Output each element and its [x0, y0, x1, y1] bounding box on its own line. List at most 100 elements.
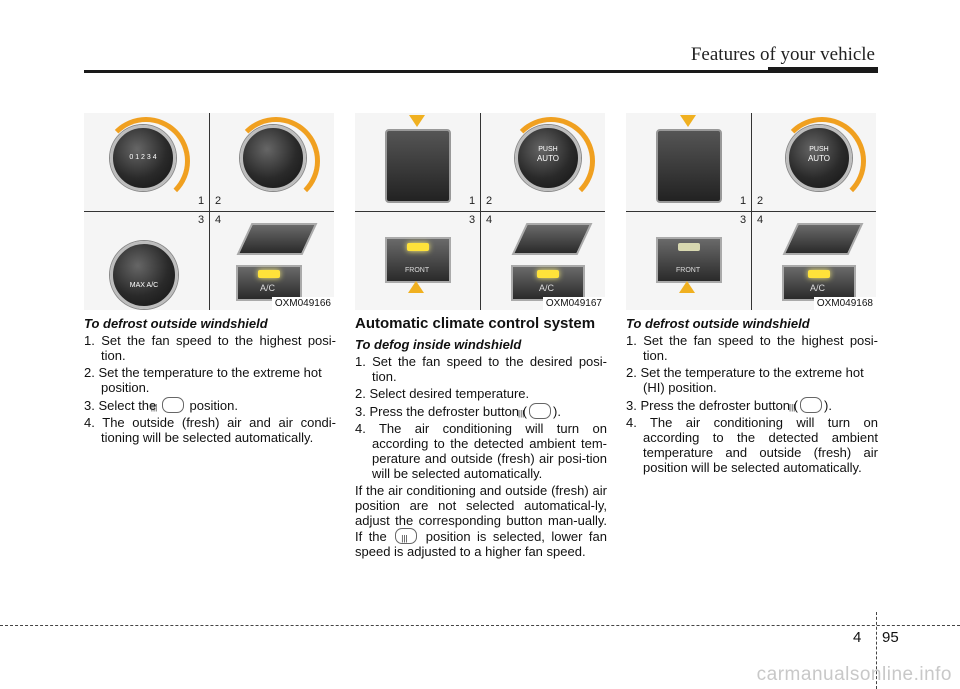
step-3-text-post: position. — [189, 398, 238, 413]
figure-auto-defog: PUSH AUTO 1 2 3 4 FRONT A/C OXM049167 — [355, 113, 605, 310]
header-rule — [84, 70, 878, 73]
figure-code: OXM049168 — [813, 297, 876, 310]
column-auto-climate: Automatic climate control system To defo… — [355, 316, 607, 561]
recirculation-button — [236, 223, 318, 255]
up-arrow-icon — [408, 281, 424, 293]
figure-label-1: 1 — [740, 195, 747, 207]
figure-code: OXM049167 — [542, 297, 605, 310]
rotate-arrow-icon — [102, 117, 190, 205]
rotate-arrow-icon — [507, 117, 595, 205]
column-defrost-auto: To defrost outside windshield 1. Set the… — [626, 316, 878, 477]
figure-label-1: 1 — [198, 195, 205, 207]
figure-label-2: 2 — [757, 195, 764, 207]
note-paragraph: If the air conditioning and outside (fre… — [355, 483, 607, 559]
recirculation-button — [511, 223, 593, 255]
figure-manual-controls: 0 1 2 3 4 1 2 3 4 MAX A/C A/C OXM049166 — [84, 113, 334, 310]
figure-label-1: 1 — [469, 195, 476, 207]
auto-label: AUTO — [536, 154, 560, 164]
ac-button-label: A/C — [539, 283, 555, 293]
front-label: FRONT — [676, 267, 701, 274]
ac-button: A/C — [236, 265, 302, 301]
section-heading: To defog inside windshield — [355, 337, 522, 352]
fan-speed-knob: 0 1 2 3 4 — [110, 125, 176, 191]
note-text-pre: If the air conditioning and outside (fre… — [355, 483, 607, 544]
page-number: 95 — [882, 629, 899, 646]
auto-temperature-knob: PUSH AUTO — [515, 125, 581, 191]
divider-horizontal — [84, 211, 334, 212]
down-arrow-icon — [409, 115, 425, 127]
chapter-number: 4 — [853, 629, 862, 646]
defrost-indicator-light — [678, 243, 700, 251]
figure-label-3: 3 — [740, 214, 747, 226]
ac-button-label: A/C — [810, 283, 826, 293]
step-1: 1. Set the fan speed to the highest posi… — [84, 333, 336, 363]
step-2: 2. Set the temperature to the extreme ho… — [84, 365, 322, 395]
defrost-icon: ||| — [518, 403, 551, 419]
step-2: 2. Set the temperature to the extreme ho… — [626, 365, 864, 395]
down-arrow-icon — [680, 115, 696, 127]
step-3-text-pre: 3. Press the defroster button ( — [626, 398, 798, 413]
step-3-text-post: ). — [552, 404, 561, 419]
figure-label-4: 4 — [757, 214, 764, 226]
step-3: 3. Press the defroster button (|||). — [626, 397, 878, 413]
watermark: carmanualsonline.info — [756, 664, 952, 685]
page-header-title: Features of your vehicle — [690, 44, 875, 65]
header-rule-end — [768, 67, 878, 73]
step-4: 4. The air conditioning will turn on acc… — [355, 421, 607, 481]
rotate-arrow-icon — [232, 117, 320, 205]
step-3: 3. Select the ||| position. — [84, 397, 336, 413]
footer-divider — [876, 612, 877, 689]
max-ac-label: MAX A/C — [129, 282, 159, 290]
section-heading: To defrost outside windshield — [626, 316, 810, 331]
ac-indicator-light — [808, 270, 830, 278]
step-3: 3. Press the defroster button (|||). — [355, 403, 607, 419]
ac-indicator-light — [537, 270, 559, 278]
step-4: 4. The outside (fresh) air and air condi… — [84, 415, 336, 445]
up-arrow-icon — [679, 281, 695, 293]
column-defrost-manual: To defrost outside windshield 1. Set the… — [84, 316, 336, 447]
figure-label-2: 2 — [215, 195, 222, 207]
step-4: 4. The air conditioning will turn on acc… — [626, 415, 878, 475]
push-label: PUSH — [809, 146, 829, 153]
section-title: Automatic climate control system — [355, 315, 596, 332]
auto-label: AUTO — [807, 154, 831, 164]
air-mode-knob: MAX A/C — [110, 241, 178, 309]
defrost-icon: ||| — [395, 528, 418, 544]
step-3-text-post: ). — [823, 398, 832, 413]
figure-code: OXM049166 — [271, 297, 334, 310]
ac-button-label: A/C — [260, 283, 276, 293]
recirculation-button — [782, 223, 864, 255]
rotate-arrow-icon — [778, 117, 866, 205]
divider-horizontal — [355, 211, 605, 212]
note-text-post: position is selected, lower fan speed is… — [355, 529, 607, 559]
temperature-knob — [240, 125, 306, 191]
figure-auto-defrost: PUSH AUTO 1 2 3 4 FRONT A/C OXM049168 — [626, 113, 876, 310]
knob-scale-label: 0 1 2 3 4 — [129, 154, 157, 162]
step-1: 1. Set the fan speed to the highest posi… — [626, 333, 878, 363]
fan-speed-button — [656, 129, 722, 203]
step-3-text-pre: 3. Press the defroster button ( — [355, 404, 527, 419]
divider-horizontal — [626, 211, 876, 212]
figure-label-3: 3 — [198, 214, 205, 226]
footer-rule — [0, 625, 960, 626]
front-label: FRONT — [405, 267, 430, 274]
fan-speed-button — [385, 129, 451, 203]
section-heading: To defrost outside windshield — [84, 316, 268, 331]
step-3-text-pre: 3. Select the — [84, 398, 157, 413]
ac-indicator-light — [258, 270, 280, 278]
figure-label-3: 3 — [469, 214, 476, 226]
defrost-indicator-light — [407, 243, 429, 251]
step-1: 1. Set the fan speed to the desired posi… — [355, 354, 607, 384]
ac-button: A/C — [511, 265, 585, 301]
auto-temperature-knob: PUSH AUTO — [786, 125, 852, 191]
front-defrost-button: FRONT — [656, 237, 722, 283]
push-label: PUSH — [538, 146, 558, 153]
defrost-icon: ||| — [151, 397, 184, 413]
defrost-icon: ||| — [789, 397, 822, 413]
front-defrost-button: FRONT — [385, 237, 451, 283]
ac-button: A/C — [782, 265, 856, 301]
figure-label-4: 4 — [486, 214, 493, 226]
step-2: 2. Select desired temperature. — [355, 386, 530, 401]
figure-label-2: 2 — [486, 195, 493, 207]
figure-label-4: 4 — [215, 214, 222, 226]
